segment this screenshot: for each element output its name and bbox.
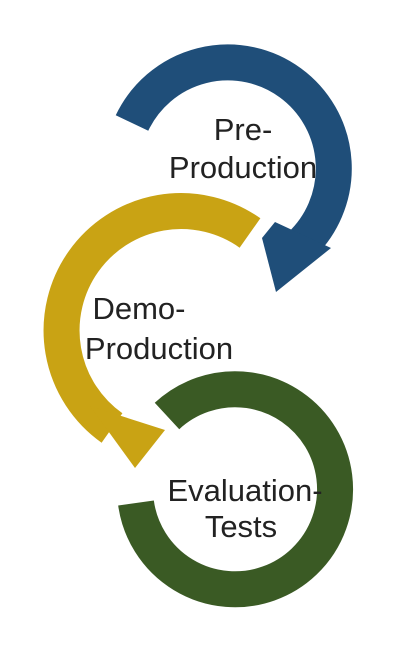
pre-production-label-line2: Production [169, 150, 317, 185]
evaluation-ring [118, 371, 354, 608]
arrowhead-icon [90, 406, 165, 468]
stage-evaluation-tests [118, 371, 354, 608]
pre-production-arc [115, 44, 352, 260]
stage-pre-production [115, 44, 352, 292]
evaluation-tests-label-line2: Tests [205, 509, 277, 544]
evaluation-tests-label-line1: Evaluation- [167, 473, 322, 508]
demo-production-label-line2: Production [85, 331, 233, 366]
demo-production-label-line1: Demo- [92, 291, 185, 326]
pre-production-label-line1: Pre- [214, 112, 273, 147]
stage-demo-production [43, 193, 261, 468]
demo-arc [43, 193, 261, 443]
arrowhead-icon [262, 222, 331, 292]
